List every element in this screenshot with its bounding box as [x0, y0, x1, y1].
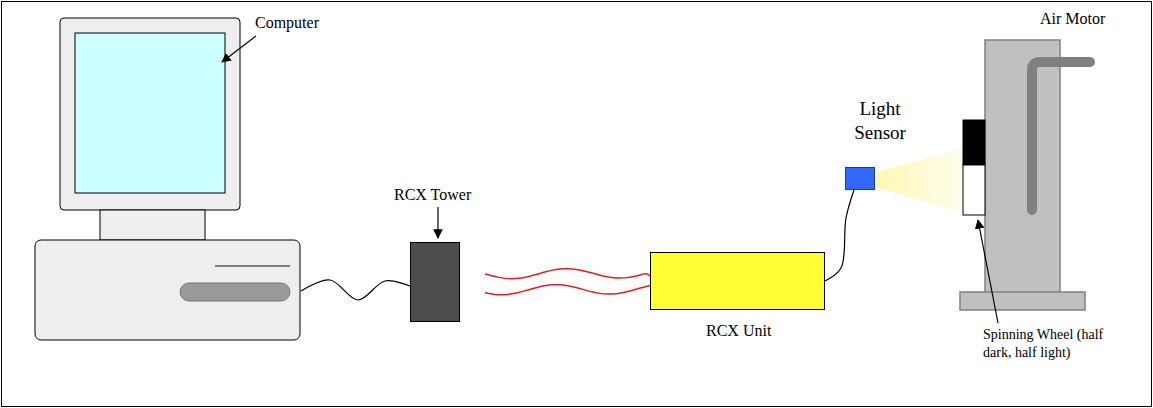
tower-leader [437, 207, 438, 238]
rcx-label: RCX Unit [706, 321, 771, 341]
monitor-neck [100, 210, 205, 240]
drive-slot [215, 265, 290, 267]
computer-icon: Computer [35, 18, 301, 341]
motor-label: Air Motor [1040, 9, 1105, 29]
tower-label: RCX Tower [394, 185, 471, 205]
monitor-screen [75, 33, 225, 193]
computer-case [35, 240, 300, 340]
wheel-label: Spinning Wheel (half dark, half light) [983, 326, 1107, 361]
drive-button [180, 283, 290, 301]
sensor-cable [825, 190, 854, 281]
sensor-label: Light Sensor [847, 97, 913, 145]
rcx-tower: RCX Tower [410, 242, 460, 322]
computer-drawing [35, 18, 301, 341]
sensor-cable [825, 190, 854, 281]
serial-cable [301, 280, 410, 300]
wheel-dark-half [963, 120, 985, 165]
infrared-link [485, 269, 650, 279]
infrared-link [485, 285, 650, 295]
motor-base [960, 292, 1085, 310]
rcx-unit: RCX Unit [650, 252, 825, 310]
serial-cable [301, 280, 410, 300]
wheel-light-half [963, 165, 985, 215]
computer-leader [222, 36, 256, 62]
air-pipe [1032, 62, 1090, 210]
computer-label: Computer [255, 13, 319, 33]
wheel-leader [978, 220, 998, 323]
light-beam [876, 148, 965, 214]
infrared-link [485, 269, 650, 295]
light-sensor: Light Sensor [845, 167, 875, 190]
motor-stand [985, 40, 1060, 295]
monitor-frame [60, 18, 240, 210]
